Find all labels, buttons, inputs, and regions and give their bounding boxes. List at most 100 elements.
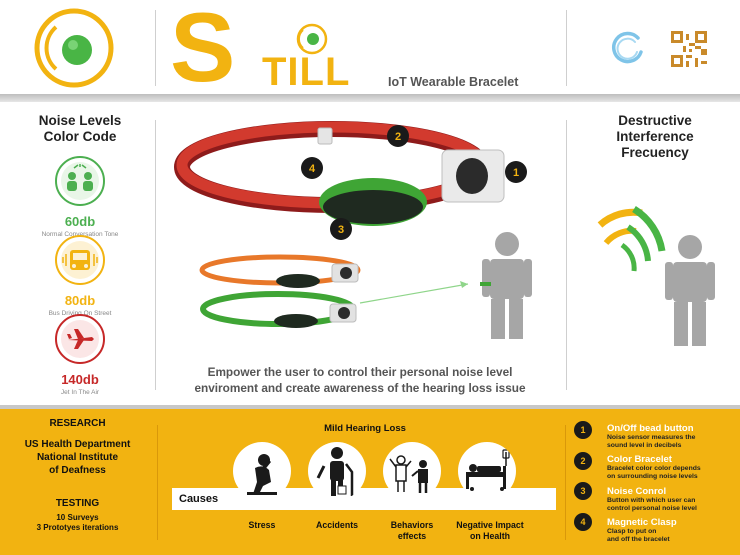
research-label: RESEARCH xyxy=(49,418,106,429)
mission-line2: enviroment and create awareness of the h… xyxy=(194,381,526,395)
bottom-separator-left xyxy=(157,425,158,540)
loud-behavior-icon xyxy=(389,455,428,493)
hearing-loss-title: Mild Hearing Loss xyxy=(324,423,406,434)
bottom-separator-right xyxy=(565,425,566,540)
color-code-title: Noise Levels Color Code xyxy=(20,113,140,145)
testing-label: TESTING xyxy=(55,498,100,509)
cause-label-accidents: Accidents xyxy=(287,520,387,531)
noise-level-140db: 140db Jet In The Air xyxy=(25,313,135,396)
cause-behaviors-text-line2: effects xyxy=(397,531,427,541)
marker-4 xyxy=(301,157,323,179)
feature-desc-2: Bracelet color color depends on surround… xyxy=(607,465,735,481)
feature-desc-3: Button with which user can control perso… xyxy=(607,497,735,513)
color-code-title-line1: Noise Levels xyxy=(38,113,122,128)
testing-prototypes: 3 Prototyes iterations xyxy=(36,523,119,532)
cause-behaviors-text-line1: Behaviors xyxy=(390,520,434,530)
feature-number-3: 3 xyxy=(574,482,592,500)
marker-3-label: 3 xyxy=(338,224,344,236)
research-org-line2: National Institute xyxy=(36,452,119,463)
hospital-bed-icon xyxy=(466,449,510,491)
airplane-icon xyxy=(55,314,105,364)
feature-title-3: Noise Conrol xyxy=(607,486,667,497)
interference-title-line1: Destructive xyxy=(618,113,692,128)
noise-level-60db: 60db Normal Conversation Tone xyxy=(25,155,135,238)
testing-surveys: 10 Surveys xyxy=(56,513,99,522)
bus-icon xyxy=(55,235,105,285)
research-org-line1: US Health Department xyxy=(24,439,131,450)
feature-desc-4-line2: and off the bracelet xyxy=(607,536,670,543)
feature-number-1: 1 xyxy=(574,421,592,439)
brand-word-till: TILL xyxy=(262,50,351,94)
header: S TILL IoT Wearable Bracelet xyxy=(0,0,740,96)
research-org-line3: of Deafness xyxy=(49,465,106,476)
marker-1 xyxy=(505,161,527,183)
interference-title: Destructive Interference Frecuency xyxy=(580,113,730,161)
marker-2-label: 2 xyxy=(395,131,401,143)
feature-desc-1: Noise sensor measures the sound level in… xyxy=(607,434,735,450)
magnetic-clasp xyxy=(317,127,333,145)
cause-health xyxy=(458,442,516,500)
interference-title-line3: Frecuency xyxy=(621,145,689,160)
noise-level-caption: Jet In The Air xyxy=(60,389,100,396)
noise-level-value: 60db xyxy=(64,214,96,229)
mission-line1: Empower the user to control their person… xyxy=(207,365,513,379)
cause-accidents xyxy=(308,442,366,500)
header-separator-right xyxy=(566,10,567,86)
cause-label-behaviors: Behaviors effects xyxy=(362,520,462,542)
feature-title-1: On/Off bead button xyxy=(607,423,694,434)
cause-behaviors xyxy=(383,442,441,500)
feature-desc-1-line2: sound level in decibels xyxy=(607,442,682,449)
cause-label-health: Negative Impact on Health xyxy=(440,520,540,542)
noise-level-caption: Bus Driving On Street xyxy=(48,310,112,317)
research-organization: US Health Department National Institute … xyxy=(10,438,145,477)
bracelet-illustration: 2 4 1 3 xyxy=(174,121,532,339)
feature-desc-2-line2: on surrounding noise levels xyxy=(607,473,698,480)
people-talking-icon xyxy=(55,156,105,206)
left-column-separator xyxy=(155,120,156,390)
arrow-to-wearer xyxy=(359,283,469,304)
feature-title-2: Color Bracelet xyxy=(607,454,672,465)
sound-wave-icon xyxy=(597,206,666,272)
color-code-title-line2: Color Code xyxy=(43,129,117,144)
feature-title-4: Magnetic Clasp xyxy=(607,517,677,528)
feature-number-2: 2 xyxy=(574,452,592,470)
cause-health-text-line1: Negative Impact xyxy=(456,520,524,530)
noise-level-value: 80db xyxy=(64,293,96,308)
bottom-divider xyxy=(0,405,740,409)
still-logo-icon xyxy=(34,8,114,88)
causes-label: Causes xyxy=(179,493,219,505)
feature-desc-2-line1: Bracelet color color depends xyxy=(607,465,701,472)
feature-desc-4: Clasp to put on and off the bracelet xyxy=(607,528,735,544)
mission-statement: Empower the user to control their person… xyxy=(160,364,560,396)
right-column-separator xyxy=(566,120,567,390)
marker-1-label: 1 xyxy=(513,167,519,179)
marker-3 xyxy=(330,218,352,240)
circular-logo-icon xyxy=(611,31,643,64)
cause-accidents-text: Accidents xyxy=(315,520,359,530)
qr-code-icon xyxy=(671,31,707,67)
brand-letter-s: S xyxy=(170,0,235,102)
feature-desc-3-line1: Button with which user can xyxy=(607,497,696,504)
interference-title-line2: Interference xyxy=(616,129,694,144)
wearer-person-icon xyxy=(480,232,532,339)
noise-level-value: 140db xyxy=(61,372,99,387)
marker-2 xyxy=(387,125,409,147)
header-divider xyxy=(0,94,740,102)
tagline: IoT Wearable Bracelet xyxy=(388,75,519,89)
cause-stress-text: Stress xyxy=(248,520,276,530)
bottom-panel xyxy=(0,409,740,555)
feature-desc-4-line1: Clasp to put on xyxy=(607,528,657,535)
cause-label-stress: Stress xyxy=(212,520,312,531)
noise-level-caption: Normal Conversation Tone xyxy=(41,231,119,238)
feature-number-4: 4 xyxy=(574,513,592,531)
cause-stress xyxy=(233,442,291,500)
interference-illustration xyxy=(597,206,715,346)
marker-4-label: 4 xyxy=(309,163,316,175)
injured-person-icon xyxy=(316,447,354,496)
noise-level-80db: 80db Bus Driving On Street xyxy=(25,234,135,317)
brand-sound-icon xyxy=(296,23,328,55)
feature-desc-3-line2: control personal noise level xyxy=(607,505,697,512)
feature-desc-1-line1: Noise sensor measures the xyxy=(607,434,696,441)
stressed-person-icon xyxy=(247,454,277,495)
cause-health-text-line2: on Health xyxy=(469,531,511,541)
